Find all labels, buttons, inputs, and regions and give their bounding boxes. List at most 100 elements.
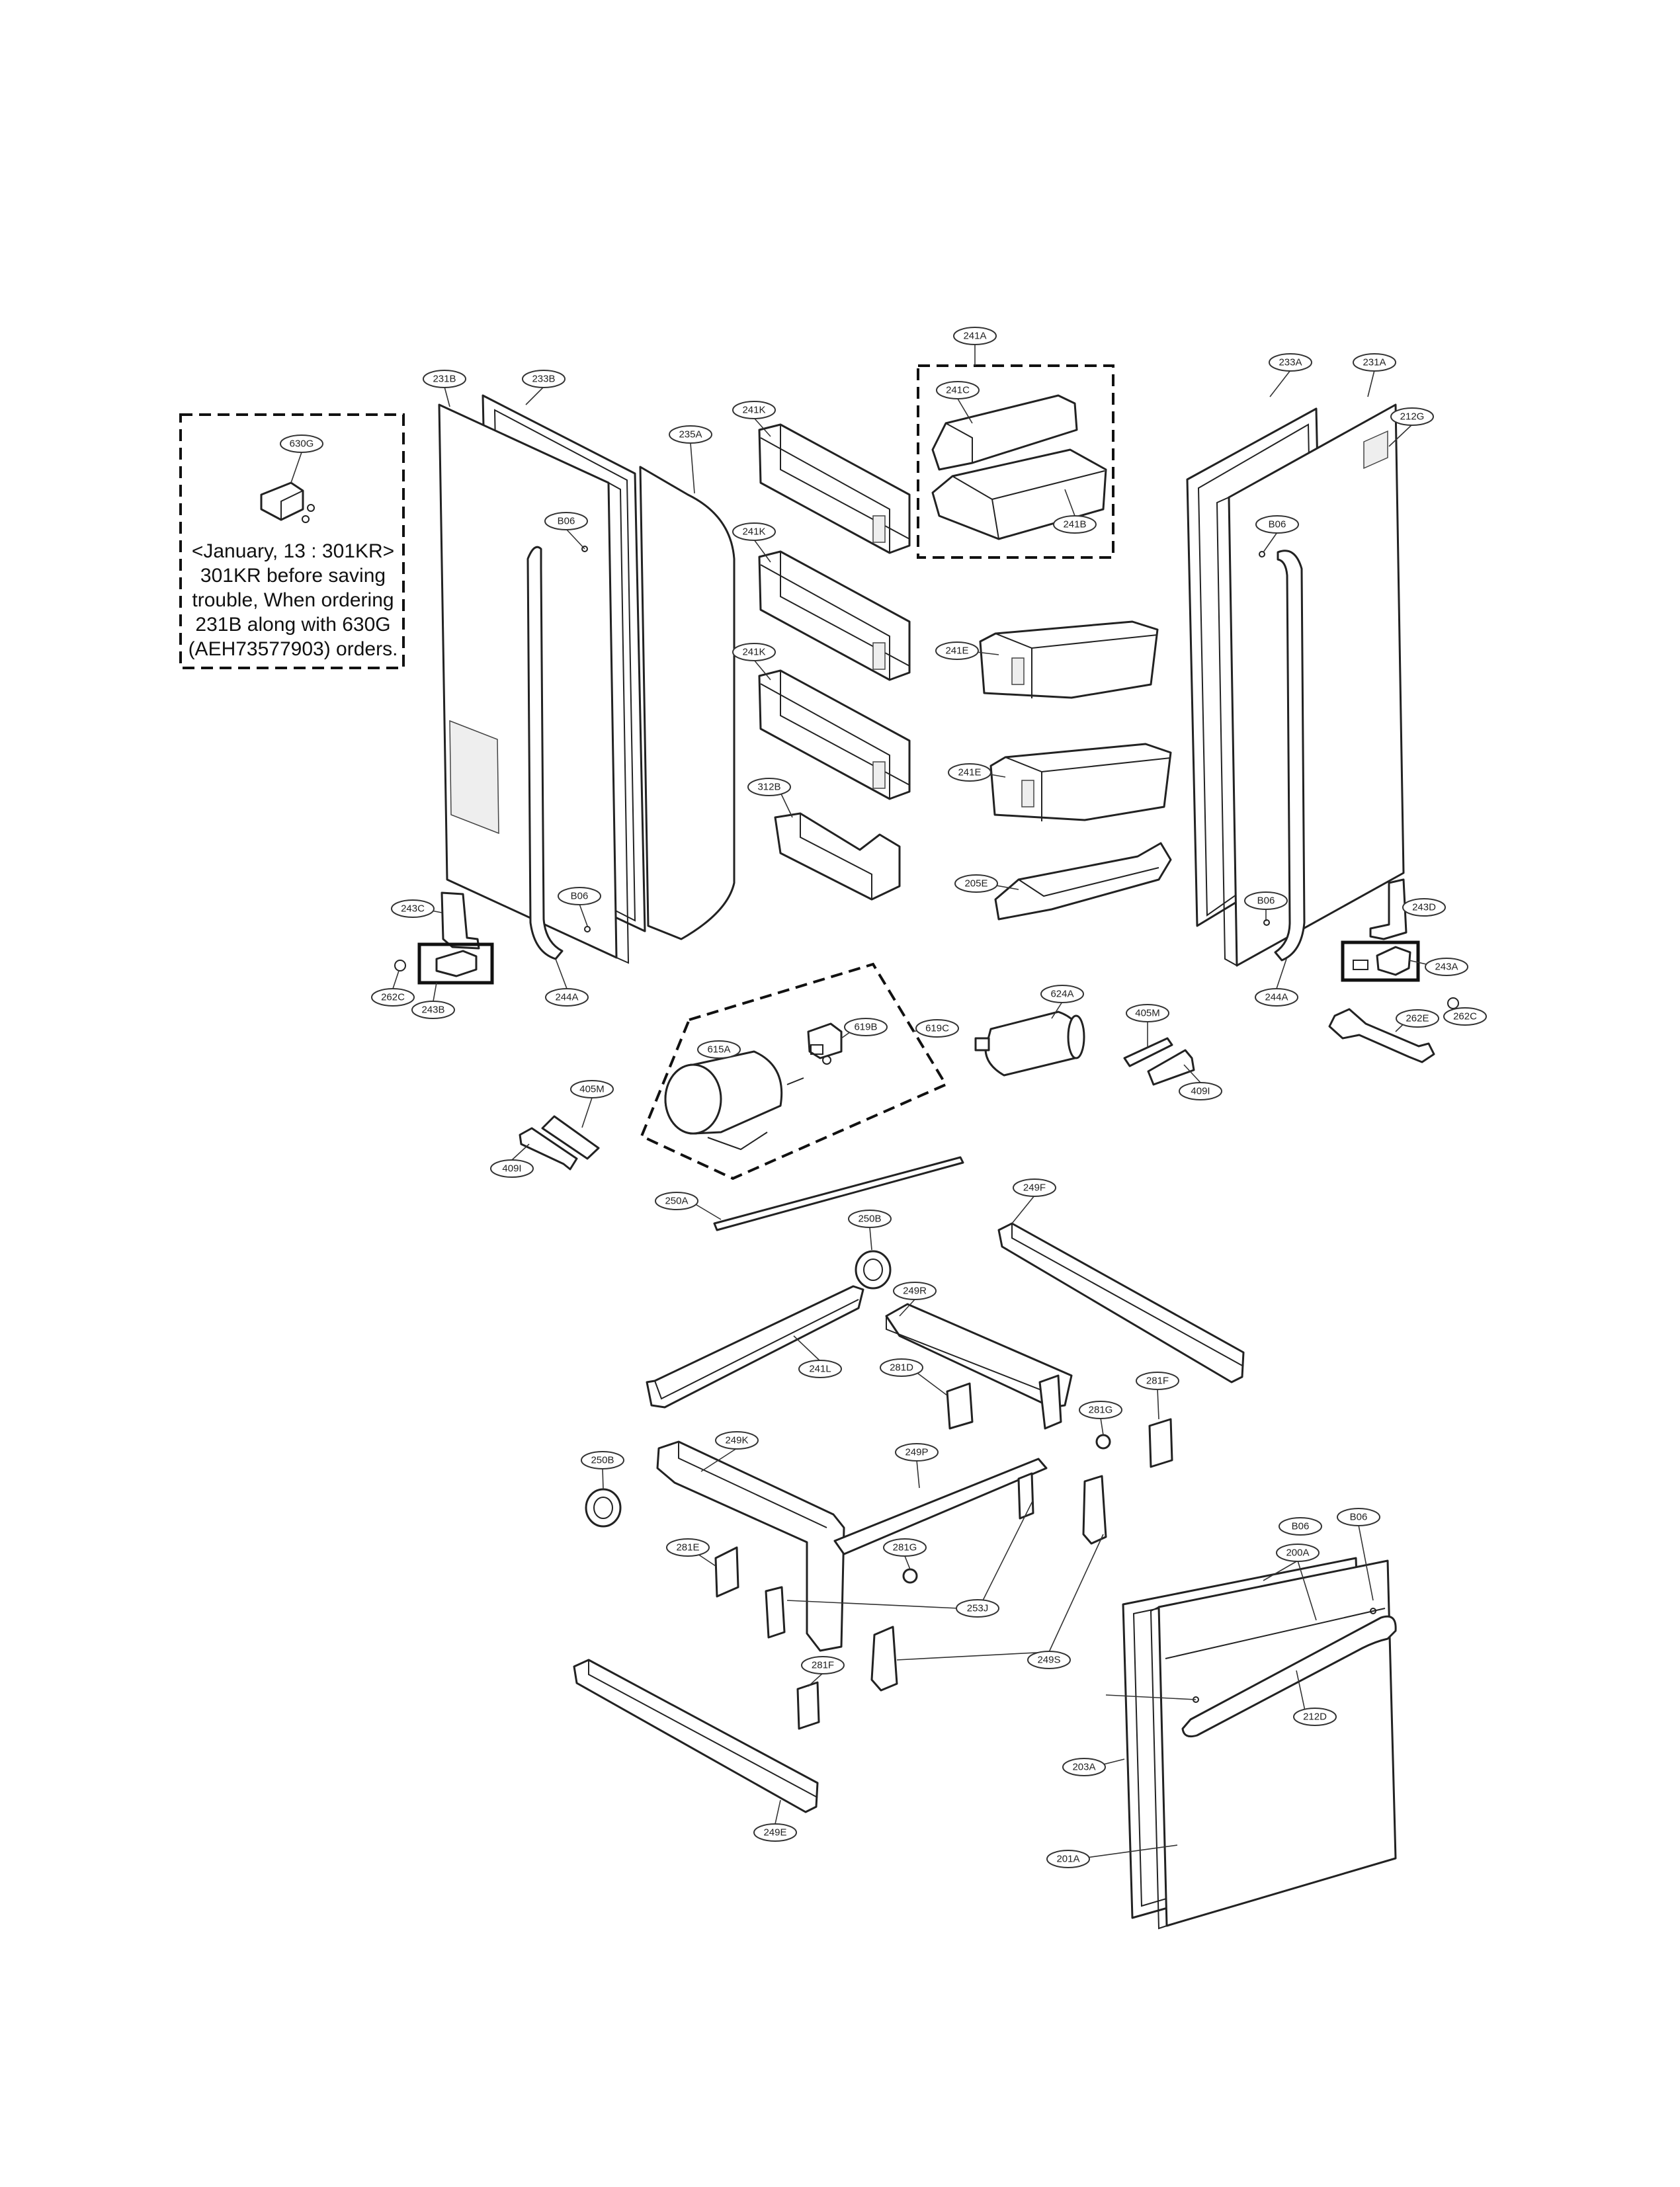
callout-label: 203A (1072, 1762, 1095, 1773)
callout-241c: 241C (936, 381, 980, 399)
callout-label: B06 (1350, 1512, 1368, 1523)
callout-label: 630G (290, 438, 314, 450)
callout-oval (558, 887, 601, 905)
callout-233a: 233A (1269, 353, 1312, 372)
callout-label: 212D (1303, 1712, 1327, 1723)
callout-b06: B06 (1255, 515, 1299, 534)
callout-oval (1255, 515, 1299, 534)
nut-281g-top (1095, 1434, 1111, 1450)
callout-label: 241L (809, 1364, 831, 1375)
callout-249s: 249S (1027, 1651, 1071, 1669)
callout-oval (801, 1656, 845, 1674)
callout-oval (1136, 1372, 1179, 1390)
bracket-249s-lower (870, 1626, 898, 1692)
door-handle-244a-right (1274, 550, 1306, 962)
callout-205e: 205E (954, 874, 998, 893)
callout-oval (1062, 1758, 1106, 1776)
spacer-281f-bottom (796, 1681, 820, 1730)
bin-cover-241c (931, 394, 1078, 471)
callout-212g: 212G (1390, 407, 1434, 426)
callout-oval (954, 874, 998, 893)
callout-oval (844, 1018, 888, 1036)
callout-label: 281D (890, 1362, 913, 1374)
callout-241a: 241A (953, 327, 997, 345)
callout-253j: 253J (956, 1599, 999, 1618)
nut-281g-bottom (902, 1568, 918, 1584)
water-tank-615a (664, 1050, 804, 1151)
cover-409i-left (519, 1127, 578, 1171)
callout-label: 233A (1279, 357, 1302, 368)
callout-241b: 241B (1053, 515, 1097, 534)
callout-249p: 249P (895, 1443, 939, 1462)
callout-oval (1276, 1544, 1320, 1562)
callout-b06: B06 (1337, 1508, 1380, 1526)
callout-label: 241K (742, 647, 765, 658)
callout-label: 241A (963, 331, 986, 342)
callout-241l: 241L (798, 1360, 842, 1378)
callout-oval (1126, 1004, 1169, 1022)
callout-250b: 250B (581, 1451, 624, 1469)
callout-231b: 231B (423, 370, 466, 388)
callout-241k: 241K (732, 643, 776, 661)
callout-oval (848, 1210, 892, 1228)
callout-oval (1027, 1651, 1071, 1669)
callout-249k: 249K (715, 1431, 759, 1450)
callout-oval (280, 434, 323, 453)
callout-label: 205E (964, 878, 987, 889)
callout-label: 312B (757, 782, 780, 793)
callout-oval (669, 425, 712, 444)
callout-244a: 244A (1255, 988, 1298, 1007)
callout-oval (880, 1358, 923, 1377)
callout-label: 233B (532, 374, 555, 385)
callout-405m: 405M (1126, 1004, 1169, 1022)
callout-label: 405M (579, 1084, 605, 1095)
callout-label: 243C (401, 903, 425, 915)
callout-b06: B06 (558, 887, 601, 905)
callout-label: B06 (1257, 895, 1275, 907)
callout-oval (883, 1538, 927, 1557)
box-619c (640, 962, 948, 1180)
callout-oval (1079, 1401, 1122, 1419)
label-212g (1363, 430, 1388, 470)
callout-label: 250B (591, 1455, 614, 1466)
callout-label: 281G (1089, 1405, 1113, 1416)
callout-624a: 624A (1040, 985, 1084, 1003)
callout-b06: B06 (1244, 891, 1288, 910)
callout-label: 249E (763, 1827, 786, 1838)
callout-262c: 262C (371, 988, 415, 1007)
rail-249e (573, 1659, 819, 1813)
callout-619c: 619C (915, 1019, 959, 1038)
callout-200a: 200A (1276, 1544, 1320, 1562)
tube-250a (713, 1156, 964, 1231)
callout-250b: 250B (848, 1210, 892, 1228)
callout-label: 624A (1050, 989, 1073, 1000)
cover-241l (646, 1285, 864, 1409)
callout-oval (391, 899, 435, 918)
callout-oval (581, 1451, 624, 1469)
callout-label: 253J (967, 1603, 989, 1614)
callout-201a: 201A (1046, 1850, 1090, 1868)
callout-oval (371, 988, 415, 1007)
callout-oval (1396, 1009, 1439, 1028)
callout-405m: 405M (570, 1080, 614, 1098)
callout-label: 241K (742, 526, 765, 538)
callout-oval (697, 1040, 741, 1059)
water-filter-624a (974, 1011, 1085, 1077)
drawer-handle-212d (1181, 1615, 1397, 1738)
callout-281e: 281E (666, 1538, 710, 1557)
callout-241e: 241E (948, 763, 991, 782)
freezer-drawer-door (1122, 1557, 1397, 1930)
callout-oval (715, 1431, 759, 1450)
callout-619b: 619B (844, 1018, 888, 1036)
callout-oval (423, 370, 466, 388)
callout-label: 281F (812, 1660, 834, 1671)
bracket-312b (774, 812, 901, 901)
callout-label: 281G (893, 1542, 917, 1553)
callout-oval (1244, 891, 1288, 910)
callout-oval (948, 763, 991, 782)
door-bin-241e-2 (989, 743, 1172, 821)
cover-409i-right (1147, 1049, 1195, 1086)
callout-oval (1337, 1508, 1380, 1526)
callout-oval (915, 1019, 959, 1038)
door-bin-241k-2 (758, 550, 911, 681)
